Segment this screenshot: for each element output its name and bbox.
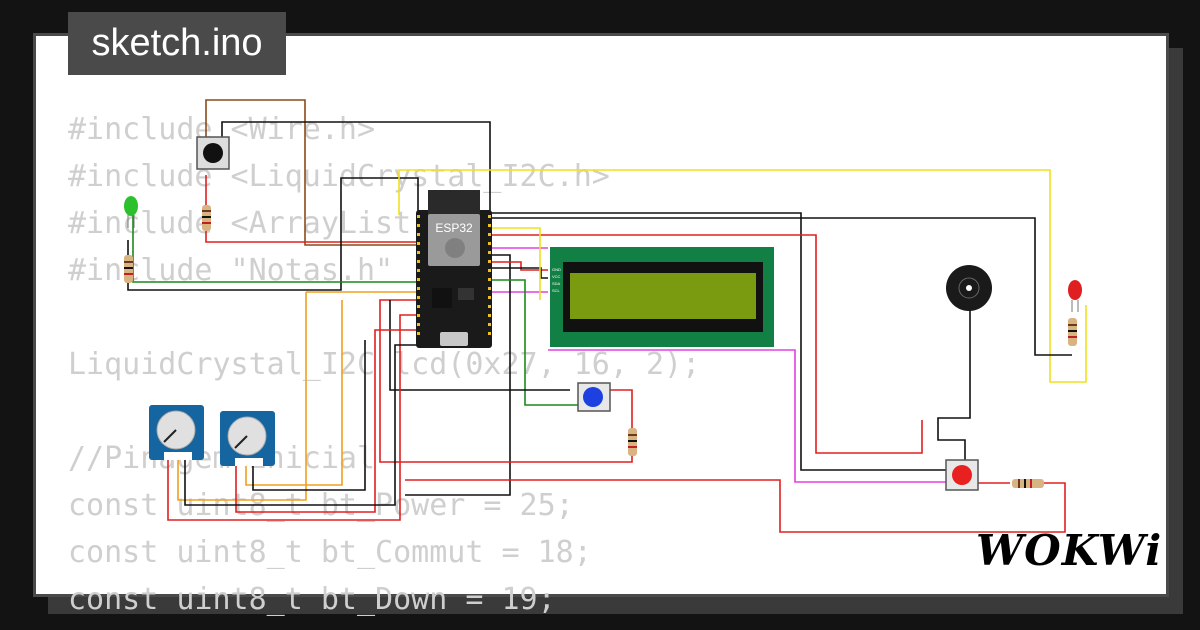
lcd-pin-vcc: VCC (552, 274, 561, 279)
lcd-pin-scl: SCL (552, 288, 561, 293)
wire-red[interactable] (167, 314, 418, 521)
wire-black[interactable] (937, 308, 971, 460)
wire-red[interactable] (235, 329, 418, 513)
wire-red[interactable] (490, 261, 548, 271)
code-line: LiquidCrystal_I2C lcd(0x27, 16, 2); (68, 347, 701, 382)
esp32-label: ESP32 (435, 221, 473, 235)
resistor (1068, 318, 1077, 346)
wokwi-logo: WOKWi (976, 526, 1163, 575)
wire-red[interactable] (490, 234, 923, 454)
code-background: #include <Wire.h> #include <LiquidCrystal… (68, 106, 700, 623)
file-title-tab[interactable]: sketch.ino (68, 12, 286, 75)
potentiometer[interactable] (220, 411, 275, 466)
buzzer[interactable] (946, 265, 992, 311)
wire-red[interactable] (405, 479, 1066, 533)
wire-yellow[interactable] (398, 169, 1087, 383)
resistor (124, 255, 133, 283)
wire-black[interactable] (252, 340, 366, 491)
wire-black[interactable] (127, 177, 419, 291)
pushbutton-red[interactable] (945, 459, 979, 491)
resistor (202, 205, 211, 231)
led-red[interactable] (1068, 280, 1082, 312)
wire-black[interactable] (184, 344, 418, 506)
wire-black[interactable] (490, 267, 548, 279)
esp32-board[interactable]: ESP32 (416, 190, 492, 348)
resistor (628, 428, 637, 456)
resistor (1012, 479, 1044, 488)
wire-black[interactable] (490, 217, 1072, 356)
wire-magenta[interactable] (548, 349, 946, 483)
wire-black[interactable] (490, 212, 946, 471)
lcd-pin-labels: GND VCC SDA SCL (552, 267, 561, 293)
lcd-pin-gnd: GND (552, 267, 561, 272)
wire-brown[interactable] (205, 99, 418, 246)
code-line: const uint8_t bt_Commut = 18; (68, 535, 592, 570)
esp32-pins-left (417, 215, 420, 335)
wire-orange[interactable] (245, 300, 343, 486)
wire-yellow[interactable] (490, 227, 541, 300)
potentiometer[interactable] (149, 405, 204, 460)
led-green[interactable] (124, 196, 138, 228)
code-line: #include <Wire.h> (68, 112, 376, 147)
wire-red[interactable] (379, 299, 633, 463)
lcd-display[interactable] (550, 247, 774, 347)
lcd-pin-sda: SDA (552, 281, 561, 286)
wire-black[interactable] (405, 254, 511, 496)
pushbutton-black[interactable] (196, 136, 230, 170)
wire-red[interactable] (610, 389, 633, 430)
esp32-pins-right (488, 215, 491, 335)
wire-red[interactable] (205, 175, 418, 243)
code-line: #include <LiquidCrystal_I2C.h> (68, 159, 610, 194)
wire-green[interactable] (490, 279, 578, 406)
code-line: const uint8_t bt_Down = 19; (68, 582, 556, 617)
wire-green[interactable] (132, 215, 418, 283)
pushbutton-blue[interactable] (577, 382, 611, 412)
wire-orange[interactable] (177, 292, 307, 501)
